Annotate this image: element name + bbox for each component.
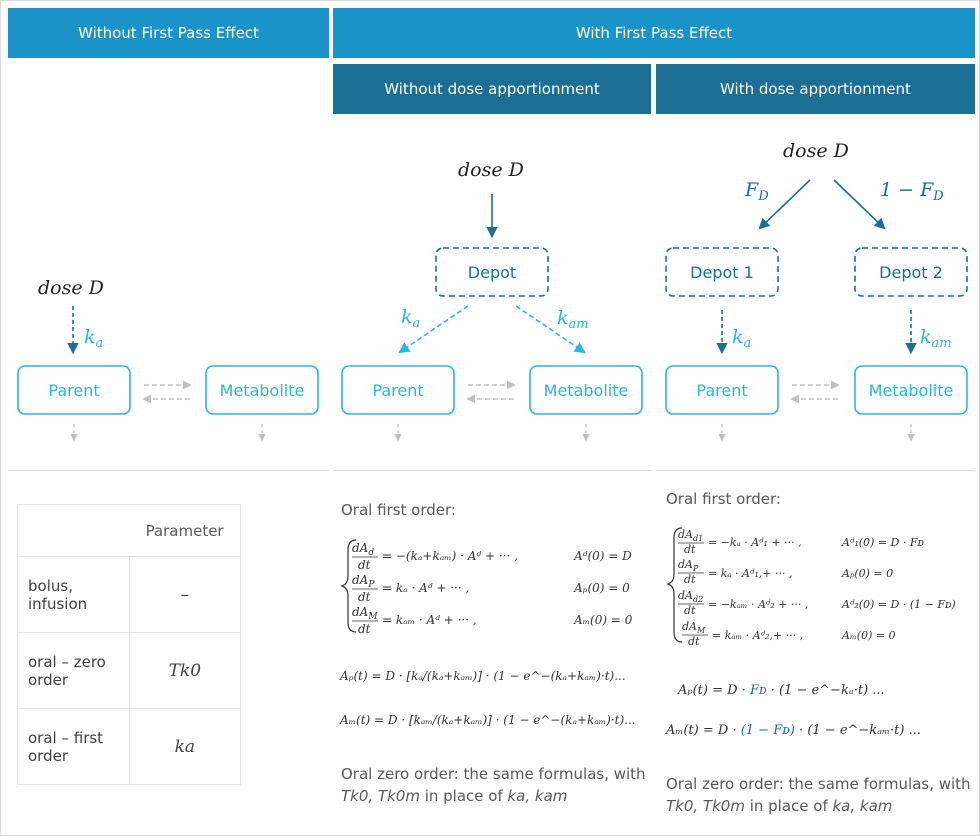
depot2-label: Depot 2 — [879, 263, 943, 282]
col3-title: Oral first order: — [666, 490, 781, 508]
depot1-label: Depot 1 — [690, 263, 754, 282]
col2-zero-order-note: Oral zero order: the same formulas, with… — [341, 765, 646, 805]
row-label: bolus,infusion — [17, 556, 130, 633]
separator-col3 — [656, 470, 975, 471]
ode1-init: Aᵈ₁(0) = D · Fᴅ — [841, 536, 924, 549]
fd-arrow — [758, 179, 811, 230]
ode1-rhs: = −kₐ · Aᵈ₁ + ··· , — [708, 536, 802, 549]
svg-text:dt: dt — [684, 604, 696, 617]
col2-title: Oral first order: — [341, 501, 456, 519]
svg-text:dAM: dAM — [682, 620, 706, 635]
svg-text:dt: dt — [358, 590, 371, 604]
ode3-rhs: = −kₐₘ · Aᵈ₂ + ··· , — [708, 598, 808, 611]
parent-box — [665, 365, 779, 415]
svg-text:dt: dt — [358, 558, 371, 572]
ode4-init: Aₘ(0) = 0 — [841, 629, 895, 642]
ode1-lhs: dAd — [352, 541, 374, 558]
dose-label: dose D — [38, 277, 104, 299]
solution-parent: Aₚ(t) = D · Fᴅ · (1 − e^−kₐ·t) ... — [677, 683, 885, 698]
row-value: – — [128, 556, 242, 633]
depot2-box — [854, 247, 968, 297]
svg-text:dAd2: dAd2 — [678, 589, 703, 604]
solution-metabolite: Aₘ(t) = D · [kₐₘ/(kₐ+kₐₘ)] · (1 − e^−(kₐ… — [339, 713, 636, 727]
header-with-dose-apportionment: With dose apportionment — [656, 64, 975, 114]
dose-label: dose D — [783, 140, 849, 162]
parent-label: Parent — [372, 381, 423, 400]
ka-label: ka — [84, 326, 103, 351]
diagrams-svg: dose D ka Parent Metabolite dose D Depot… — [17, 140, 968, 442]
col2-equations: dAd dt = −(kₐ+kₐₘ) · Aᵈ + ··· , Aᵈ(0) = … — [339, 539, 636, 727]
table-header-empty — [17, 504, 130, 557]
depot1-box — [665, 247, 779, 297]
svg-text:dt: dt — [684, 543, 696, 556]
kam-label: kam — [920, 326, 952, 351]
row-value: ka — [128, 708, 242, 785]
fd-label: FD — [744, 179, 769, 204]
ode3-init: Aᵈ₂(0) = D · (1 − Fᴅ) — [841, 598, 956, 611]
svg-text:dAd1: dAd1 — [678, 528, 703, 543]
separator-col2 — [333, 470, 651, 471]
ode-brace — [666, 527, 683, 643]
svg-text:dt: dt — [688, 635, 700, 648]
ode1-rhs: = −(kₐ+kₐₘ) · Aᵈ + ··· , — [382, 549, 518, 563]
solution-metabolite: Aₘ(t) = D · (1 − Fᴅ) · (1 − e^−kₐₘ·t) ..… — [665, 723, 921, 738]
table-header-parameter: Parameter — [129, 504, 242, 557]
one-minus-fd-arrow — [833, 179, 886, 230]
table-header-row: Parameter — [17, 504, 242, 557]
separator-col1 — [8, 470, 329, 471]
ode2-init: Aₚ(0) = 0 — [841, 567, 893, 580]
depot-box — [435, 247, 549, 297]
ode2-rhs: = kₐ · Aᵈ₁,+ ··· , — [708, 567, 792, 580]
dose-label: dose D — [458, 159, 524, 181]
diagram-without-dose-apportionment: dose D Depot ka kam Parent Metabolite — [341, 159, 643, 442]
diagram-with-dose-apportionment: dose D FD 1 − FD Depot 1 Depot 2 ka kam … — [665, 140, 968, 442]
metabolite-label: Metabolite — [220, 381, 305, 400]
svg-text:dAM: dAM — [352, 605, 378, 622]
svg-text:dt: dt — [358, 622, 371, 636]
ode2-init: Aₚ(0) = 0 — [573, 581, 630, 595]
parent-box — [341, 365, 455, 415]
one-minus-fd-label: 1 − FD — [880, 179, 944, 204]
kam-label: kam — [557, 307, 589, 332]
depot-label: Depot — [468, 263, 516, 282]
header-with-first-pass: With First Pass Effect — [333, 8, 975, 58]
svg-text:dAP: dAP — [352, 573, 375, 590]
ka-arrow — [398, 305, 469, 354]
header-without-dose-apportionment: Without dose apportionment — [333, 64, 651, 114]
kam-arrow — [515, 305, 586, 354]
ka-label: ka — [732, 326, 751, 351]
ode2-rhs: = kₐ · Aᵈ + ··· , — [382, 581, 469, 595]
col3-equations: dAd1 dt = −kₐ · Aᵈ₁ + ··· , Aᵈ₁(0) = D ·… — [665, 527, 956, 738]
metabolite-box — [529, 365, 643, 415]
solution-parent: Aₚ(t) = D · [kₐ/(kₐ+kₐₘ)] · (1 − e^−(kₐ+… — [339, 669, 626, 683]
parent-label: Parent — [696, 381, 747, 400]
metabolite-box — [854, 365, 968, 415]
ka-label: ka — [401, 306, 420, 331]
parent-label: Parent — [48, 381, 99, 400]
ode3-rhs: = kₐₘ · Aᵈ + ··· , — [382, 613, 477, 627]
ode1-init: Aᵈ(0) = D — [573, 549, 632, 563]
row-value: Tk0 — [128, 632, 242, 709]
parent-box — [17, 365, 131, 415]
table-row: bolus,infusion – — [17, 556, 242, 633]
diagram-without-first-pass: dose D ka Parent Metabolite — [17, 277, 319, 442]
col3-zero-order-note: Oral zero order: the same formulas, with… — [666, 775, 971, 815]
ode4-rhs: = kₐₘ · Aᵈ₂,+ ··· , — [712, 629, 803, 642]
ode-brace — [340, 539, 357, 633]
metabolite-label: Metabolite — [869, 381, 954, 400]
metabolite-label: Metabolite — [544, 381, 629, 400]
ode3-init: Aₘ(0) = 0 — [573, 613, 633, 627]
header-without-first-pass: Without First Pass Effect — [8, 8, 329, 58]
svg-text:dAP: dAP — [678, 558, 699, 573]
metabolite-box — [205, 365, 319, 415]
svg-text:dt: dt — [684, 573, 696, 586]
